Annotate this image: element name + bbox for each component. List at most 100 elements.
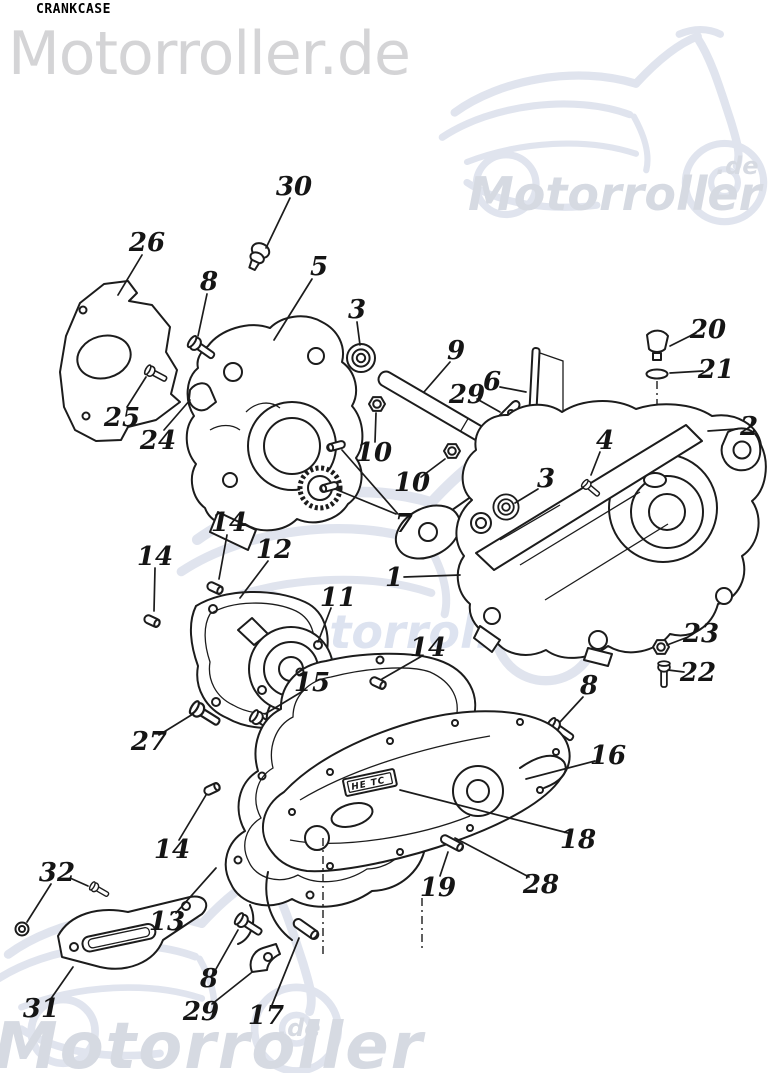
part-number-27: 27 xyxy=(130,727,167,757)
part-number-31: 31 xyxy=(23,994,59,1024)
part-number-22: 22 xyxy=(679,658,716,688)
leader-line xyxy=(178,794,207,841)
washer-32 xyxy=(14,921,30,937)
part-callout-8: 8 xyxy=(559,671,598,723)
crankcase-half-1 xyxy=(455,400,767,667)
part-number-21: 21 xyxy=(697,355,734,385)
leader-line xyxy=(175,867,217,914)
watermark-tld-top-right: .de xyxy=(716,152,759,180)
leader-line xyxy=(403,574,461,578)
part-number-32: 32 xyxy=(39,858,75,888)
part-callout-10: 10 xyxy=(356,412,392,468)
leader-line xyxy=(49,966,74,1001)
part-callout-27: 27 xyxy=(130,713,194,757)
leader-line xyxy=(476,398,501,413)
part-number-19: 19 xyxy=(420,873,456,903)
part-callout-8: 8 xyxy=(199,929,239,994)
part-callout-25: 25 xyxy=(103,376,147,433)
clamp-29-lower xyxy=(249,943,281,973)
pawl-24 xyxy=(188,382,217,412)
leader-line xyxy=(669,370,704,374)
part-callout-18: 18 xyxy=(399,789,596,855)
part-callout-10: 10 xyxy=(394,458,446,498)
part-callout-7: 7 xyxy=(334,449,413,539)
part-callout-6: 6 xyxy=(483,367,527,397)
leader-line xyxy=(197,293,208,337)
leader-line xyxy=(264,690,304,715)
part-callout-15: 15 xyxy=(264,668,330,715)
part-callout-24: 24 xyxy=(139,399,191,456)
leader-line xyxy=(215,929,239,970)
part-callout-13: 13 xyxy=(149,867,217,937)
part-callout-26: 26 xyxy=(117,228,165,296)
leader-line xyxy=(669,332,697,347)
leader-line xyxy=(317,607,332,643)
crankcase-half-5 xyxy=(185,315,364,551)
part-callout-14: 14 xyxy=(381,633,446,680)
leader-line xyxy=(158,713,194,736)
nut-10b xyxy=(443,443,461,459)
part-number-13: 13 xyxy=(149,907,185,937)
part-number-1: 1 xyxy=(385,563,403,593)
leader-line xyxy=(218,534,228,580)
leader-line xyxy=(341,449,399,515)
gasket-26 xyxy=(59,280,181,442)
part-callout-16: 16 xyxy=(525,741,626,780)
watermark-tld-bottom: .de xyxy=(278,1014,321,1042)
page-title: CRANKCASE xyxy=(36,2,111,17)
part-callout-20: 20 xyxy=(669,315,726,347)
leader-line xyxy=(381,655,423,680)
screw-30 xyxy=(248,242,271,271)
part-number-23: 23 xyxy=(682,619,719,649)
part-callout-29: 29 xyxy=(182,972,252,1027)
part-number-5: 5 xyxy=(310,252,328,282)
part-callout-23: 23 xyxy=(666,619,719,649)
pin-17 xyxy=(292,918,320,940)
part-number-9: 9 xyxy=(447,336,465,366)
part-callout-4: 4 xyxy=(590,426,614,476)
watermark-brand-top-right: Motorroller xyxy=(468,167,765,221)
part-number-8: 8 xyxy=(199,964,218,994)
part-number-18: 18 xyxy=(560,825,596,855)
leader-line xyxy=(356,321,361,346)
part-number-20: 20 xyxy=(689,315,726,345)
part-callout-32: 32 xyxy=(26,858,89,923)
leader-line xyxy=(707,428,738,432)
part-callout-14: 14 xyxy=(211,508,247,580)
part-callout-11: 11 xyxy=(317,583,356,643)
part-callout-22: 22 xyxy=(667,658,716,688)
leader-line xyxy=(525,760,596,780)
part-callout-1: 1 xyxy=(385,563,461,593)
leader-line xyxy=(273,278,313,341)
bracket-31 xyxy=(57,895,208,970)
screw-32 xyxy=(87,880,112,900)
part-callout-14: 14 xyxy=(154,794,207,865)
watermark-top-text: Motorroller.de xyxy=(8,19,410,89)
part-number-17: 17 xyxy=(248,1001,284,1031)
part-callout-21: 21 xyxy=(669,355,734,385)
part-number-7: 7 xyxy=(395,509,413,539)
part-number-26: 26 xyxy=(128,228,165,258)
plug-14b xyxy=(142,612,162,630)
leader-line xyxy=(420,458,446,478)
part-number-2: 2 xyxy=(739,412,758,442)
leader-line xyxy=(423,361,451,393)
part-callout-28: 28 xyxy=(454,837,559,900)
part-callout-30: 30 xyxy=(265,172,312,249)
part-number-4: 4 xyxy=(596,426,614,456)
leader-line xyxy=(374,412,377,443)
part-number-8: 8 xyxy=(199,267,218,297)
plug-20 xyxy=(646,329,669,361)
part-number-30: 30 xyxy=(276,172,312,202)
part-number-29: 29 xyxy=(182,997,219,1027)
part-callout-17: 17 xyxy=(248,937,300,1031)
part-callout-9: 9 xyxy=(423,336,465,393)
bearing-3a xyxy=(346,343,376,373)
part-number-8: 8 xyxy=(579,671,598,701)
leader-line xyxy=(399,789,569,834)
part-number-11: 11 xyxy=(320,583,356,613)
leader-line xyxy=(163,399,191,431)
leader-line xyxy=(271,937,300,1006)
